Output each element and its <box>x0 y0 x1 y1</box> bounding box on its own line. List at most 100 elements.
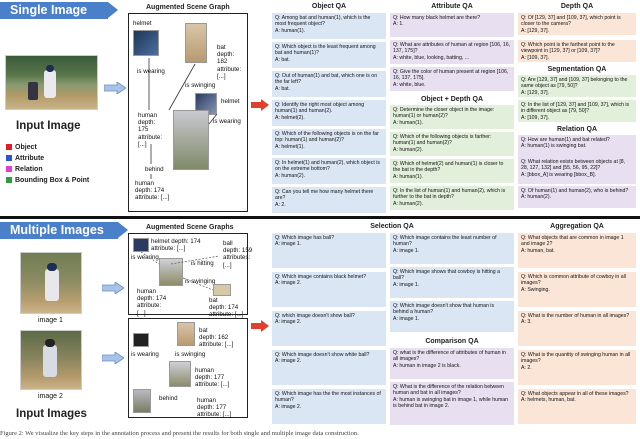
relation-qa-card: Q: How are human(1) and bat related? A: … <box>518 135 636 157</box>
single-image-banner: Single Image <box>0 2 118 19</box>
attribute-qa-card: Q: Give the color of human present at re… <box>390 67 514 91</box>
object-depth-qa-card: Q: Which of the following objects is far… <box>390 132 514 156</box>
depth-qa-title: Depth QA <box>560 3 594 10</box>
scene-graph-title: Augmented Scene Graph <box>146 4 230 11</box>
arrow-right-icon <box>251 99 269 111</box>
object-qa-card: Q: Which of the following objects is on … <box>272 129 386 155</box>
selection-qa-card: Q: Which image doesn't show that human i… <box>390 301 514 332</box>
bat-thumbnail <box>185 23 207 63</box>
scene-graph-1-panel: helmet depth: 174 attribute: [...] ball … <box>128 233 252 318</box>
selection-qa-card: Q: which image doesn't show ball? A: ima… <box>272 311 386 346</box>
helmet-thumbnail <box>133 238 149 252</box>
image-2-label: image 2 <box>38 393 63 400</box>
comparison-qa-title: Comparison QA <box>425 338 479 345</box>
comparison-qa-card: Q: What is the difference of the relatio… <box>390 382 514 425</box>
selection-qa-card: Q: Which image doesn't show white ball? … <box>272 350 386 385</box>
node-bat: bat depth: 182 attribute: [...] <box>217 44 242 80</box>
attribute-qa-title: Attribute QA <box>431 3 473 10</box>
selection-qa-card: Q: Which image has ball? A: image 1. <box>272 233 386 268</box>
figure-caption: Figure 2: We visualize the key steps in … <box>0 430 359 437</box>
sg2-human2: human depth: 177 attribute: [...] <box>197 397 232 419</box>
helmet-thumbnail <box>133 333 149 347</box>
comparison-qa-card: Q: what is the difference of attributes … <box>390 348 514 379</box>
relation-is-swinging: is swinging <box>185 82 216 89</box>
node-helmet: helmet <box>133 20 152 27</box>
human-thumbnail <box>173 110 209 170</box>
aggregation-qa-card: Q: What objects that are common in image… <box>518 233 636 268</box>
sg2-behind: behind <box>159 395 178 402</box>
node-human2: human depth: 174 attribute: [...] <box>135 180 170 202</box>
object-depth-qa-card: Q: Which of helmet(2) and human(1) is cl… <box>390 159 514 183</box>
sg1-bat: bat depth: 174 attribute: [...] <box>209 297 244 319</box>
object-qa-card: Q: In helmet(1) and human(2), which obje… <box>272 158 386 184</box>
human-thumbnail <box>169 361 191 387</box>
object-qa-card: Q: Out of human(1) and bat, which one is… <box>272 71 386 97</box>
sg2-human: human depth: 177 attribute: [...] <box>195 367 230 389</box>
aggregation-qa-card: Q: What is the number of human in all im… <box>518 311 636 346</box>
object-qa-card: Q: Among bat and human(1), which is the … <box>272 13 386 39</box>
relation-is-wearing: is wearing <box>137 68 165 75</box>
arrow-right-icon <box>102 352 124 364</box>
helmet-thumbnail <box>133 30 159 56</box>
segmentation-qa-card: Q: In the list of [129, 37] and [109, 37… <box>518 100 636 122</box>
scene-graph-panel: helmet bat depth: 182 attribute: [...] i… <box>128 13 248 212</box>
bat-thumbnail <box>177 322 195 346</box>
selection-qa-card: Q: Which image contains the least number… <box>390 233 514 264</box>
attribute-qa-card: Q: How many black helmet are there? A: 1… <box>390 13 514 37</box>
relation-qa-card: Q: What relation exists between objects … <box>518 157 636 184</box>
sg1-is-swinging: is swinging <box>185 278 216 285</box>
object-qa-card: Q: Which object is the least frequent am… <box>272 42 386 68</box>
relation-qa-title: Relation QA <box>556 126 598 133</box>
attribute-qa-card: Q: What are attributes of human at regio… <box>390 40 514 64</box>
depth-qa-card: Q: Of [129, 37] and [109, 37], which poi… <box>518 13 636 35</box>
selection-qa-card: Q: Which image shows that cowboy is hitt… <box>390 267 514 298</box>
aggregation-qa-card: Q: What is the quantity of swinging huma… <box>518 350 636 385</box>
object-qa-card: Q: Identify the right most object among … <box>272 100 386 126</box>
legend-object: Object <box>6 144 37 151</box>
object-depth-qa-card: Q: In the list of human(1) and human(2),… <box>390 186 514 210</box>
scene-graph-edges <box>148 58 218 179</box>
selection-qa-card: Q: Which image has the the most instance… <box>272 389 386 424</box>
sg2-bat: bat depth: 162 attribute: [...] <box>199 327 234 349</box>
aggregation-qa-card: Q: Which is common attribute of cowboy i… <box>518 272 636 307</box>
object-qa-card: Q: Can you tell me how many helmet there… <box>272 187 386 213</box>
segmentation-qa-title: Segmentation QA <box>547 66 607 73</box>
legend-attribute: Attribute <box>6 155 44 162</box>
input-image-label: Input Image <box>16 120 81 132</box>
section-divider <box>0 216 640 219</box>
selection-qa-title: Selection QA <box>370 223 414 230</box>
image-1-photo <box>20 252 82 314</box>
sg2-is-swinging: is swinging <box>175 351 206 358</box>
depth-qa-card: Q: Which point is the farthest point to … <box>518 40 636 62</box>
scene-graph-edges <box>140 251 220 291</box>
sg1-human: human depth: 174 attribute: [...] <box>137 288 167 317</box>
relation-qa-card: Q: Of human(1) and human(2), who is behi… <box>518 186 636 208</box>
legend-bbox-point: Bounding Box & Point <box>6 177 89 184</box>
scene-graph-2-panel: bat depth: 162 attribute: [...] is weari… <box>128 318 248 418</box>
selection-qa-card: Q: Which image contains black helmet? A:… <box>272 272 386 307</box>
relation-behind: behind <box>145 166 164 173</box>
scene-graphs-title: Augmented Scene Graphs <box>146 224 234 231</box>
arrow-right-icon <box>104 82 126 94</box>
legend-relation: Relation <box>6 166 43 173</box>
node-human: human depth: 175 attribute: [...] <box>138 112 163 148</box>
multiple-images-banner: Multiple Images <box>0 222 128 239</box>
image-1-label: image 1 <box>38 317 63 324</box>
image-2-photo <box>20 330 82 390</box>
sg1-ball: ball depth: 159 attributes: [...] <box>223 240 253 269</box>
sg2-is-wearing: is wearing <box>131 351 159 358</box>
object-qa-title: Object QA <box>311 3 347 10</box>
human2-thumbnail <box>133 389 151 413</box>
bat-thumbnail <box>213 284 231 296</box>
object-depth-qa-title: Object + Depth QA <box>420 96 484 103</box>
aggregation-qa-title: Aggregation QA <box>550 223 604 230</box>
arrow-right-icon <box>251 320 269 332</box>
aggregation-qa-card: Q: What objects appear in all of these i… <box>518 389 636 424</box>
sg1-helmet: helmet depth: 174 attribute: [...] <box>151 238 201 253</box>
sg1-is-wearing: is wearing <box>131 254 159 261</box>
node-helmet2: helmet <box>221 98 240 105</box>
object-depth-qa-card: Q: Determine the closer object in the im… <box>390 105 514 129</box>
input-image-photo <box>5 55 98 110</box>
arrow-right-icon <box>102 282 124 294</box>
sg1-is-hitting: is hitting <box>191 260 214 267</box>
